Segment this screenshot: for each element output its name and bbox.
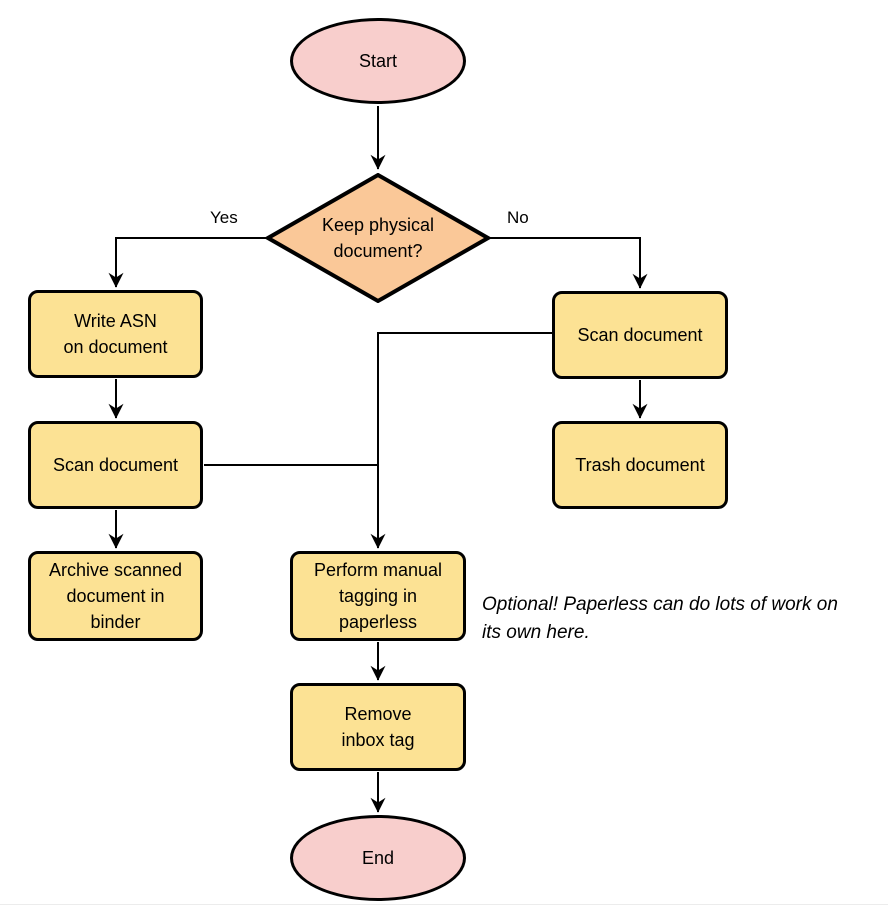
- remove-inbox-tag-node: Remove inbox tag: [290, 683, 466, 771]
- start-node: Start: [290, 18, 466, 104]
- bottom-divider: [0, 904, 888, 905]
- end-label: End: [361, 848, 395, 868]
- archive-node: Archive scanned document in binder: [28, 551, 203, 641]
- remove-inbox-tag-label: Remove inbox tag: [341, 704, 415, 750]
- write-asn-label: Write ASN on document: [63, 311, 168, 357]
- write-asn-node: Write ASN on document: [28, 290, 203, 378]
- manual-tagging-label: Perform manual tagging in paperless: [313, 560, 443, 632]
- decision-label: Keep physical document?: [321, 215, 435, 261]
- scan-document-right-label: Scan document: [577, 325, 703, 345]
- edge-label-yes: Yes: [210, 208, 238, 227]
- scan-document-left-node: Scan document: [28, 421, 203, 509]
- edge-decision-no-to-scan-right: [490, 237, 648, 289]
- scan-document-right-node: Scan document: [552, 291, 728, 379]
- optional-note: Optional! Paperless can do lots of work …: [482, 594, 838, 643]
- scan-document-left-label: Scan document: [52, 455, 179, 475]
- decision-node: Keep physical document?: [265, 173, 491, 303]
- manual-tagging-node: Perform manual tagging in paperless: [290, 551, 466, 641]
- trash-document-node: Trash document: [552, 421, 728, 509]
- end-node: End: [290, 815, 466, 901]
- start-label: Start: [358, 51, 397, 71]
- archive-label: Archive scanned document in binder: [48, 560, 183, 632]
- edge-decision-yes-to-write-asn: [108, 237, 266, 288]
- trash-document-label: Trash document: [575, 455, 705, 475]
- edge-scan-right-to-tagging: [370, 332, 553, 549]
- edge-label-no: No: [507, 208, 529, 227]
- decision-diamond-shape: [265, 173, 491, 303]
